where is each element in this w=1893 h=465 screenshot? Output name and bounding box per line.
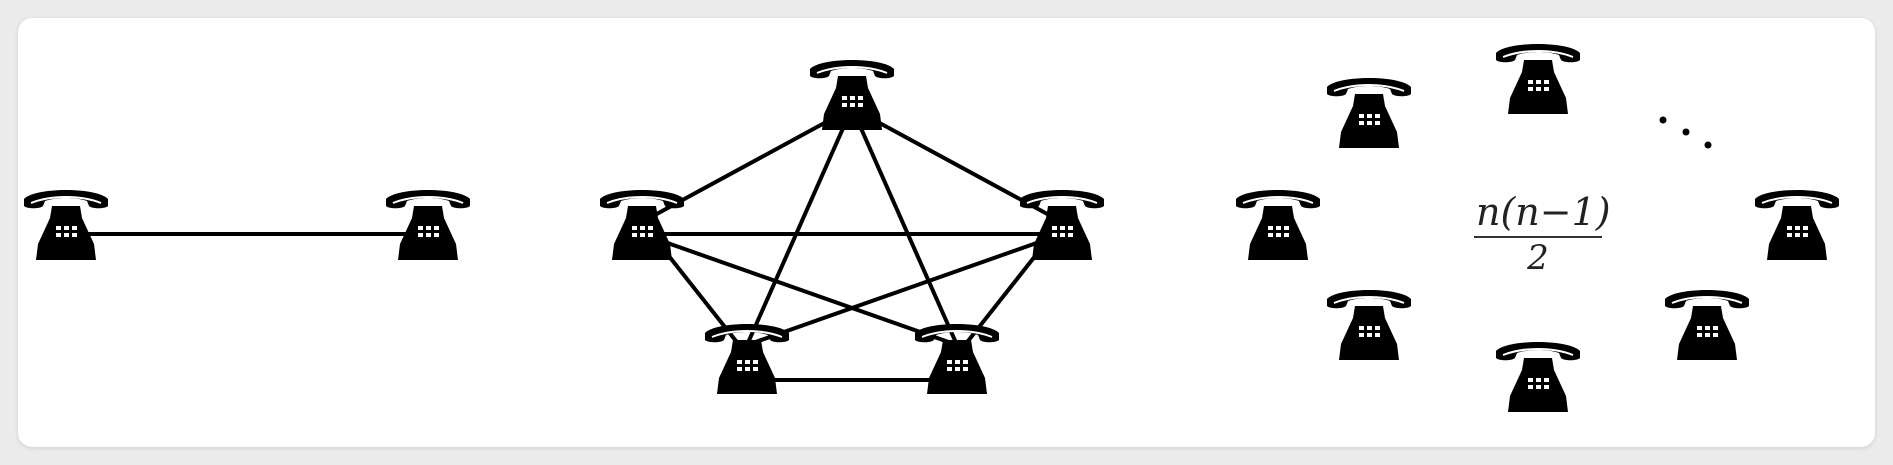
telephone-icon: [1019, 189, 1105, 260]
panel-five-phones: [640, 106, 1064, 382]
formula-denominator: 2: [1527, 238, 1549, 278]
telephone-icon: [1754, 189, 1840, 260]
connection-count-formula: n(n−1) 2: [1474, 190, 1611, 278]
telephone-icon: [1664, 289, 1750, 360]
formula-numerator: n(n−1): [1474, 190, 1611, 238]
panel-two-phones: [23, 189, 471, 260]
connection-line: [746, 232, 1063, 347]
connection-line: [745, 107, 854, 346]
panel-five-phones-nodes: [599, 59, 1105, 394]
telephone-icon: [1326, 77, 1412, 148]
ellipsis-dots: [1659, 116, 1712, 149]
telephone-icon: [809, 59, 895, 130]
telephone-icon: [914, 323, 1000, 394]
connection-line: [850, 107, 959, 346]
telephone-icon: [23, 189, 109, 260]
connection-line: [641, 232, 958, 347]
telephone-icon: [385, 189, 471, 260]
telephone-icon: [1326, 289, 1412, 360]
telephone-icon: [599, 189, 685, 260]
telephone-icon: [1235, 189, 1321, 260]
panel-n-phones: [1235, 43, 1840, 412]
telephone-icon: [1495, 43, 1581, 114]
telephone-icon: [704, 323, 790, 394]
telephone-icon: [1495, 341, 1581, 412]
